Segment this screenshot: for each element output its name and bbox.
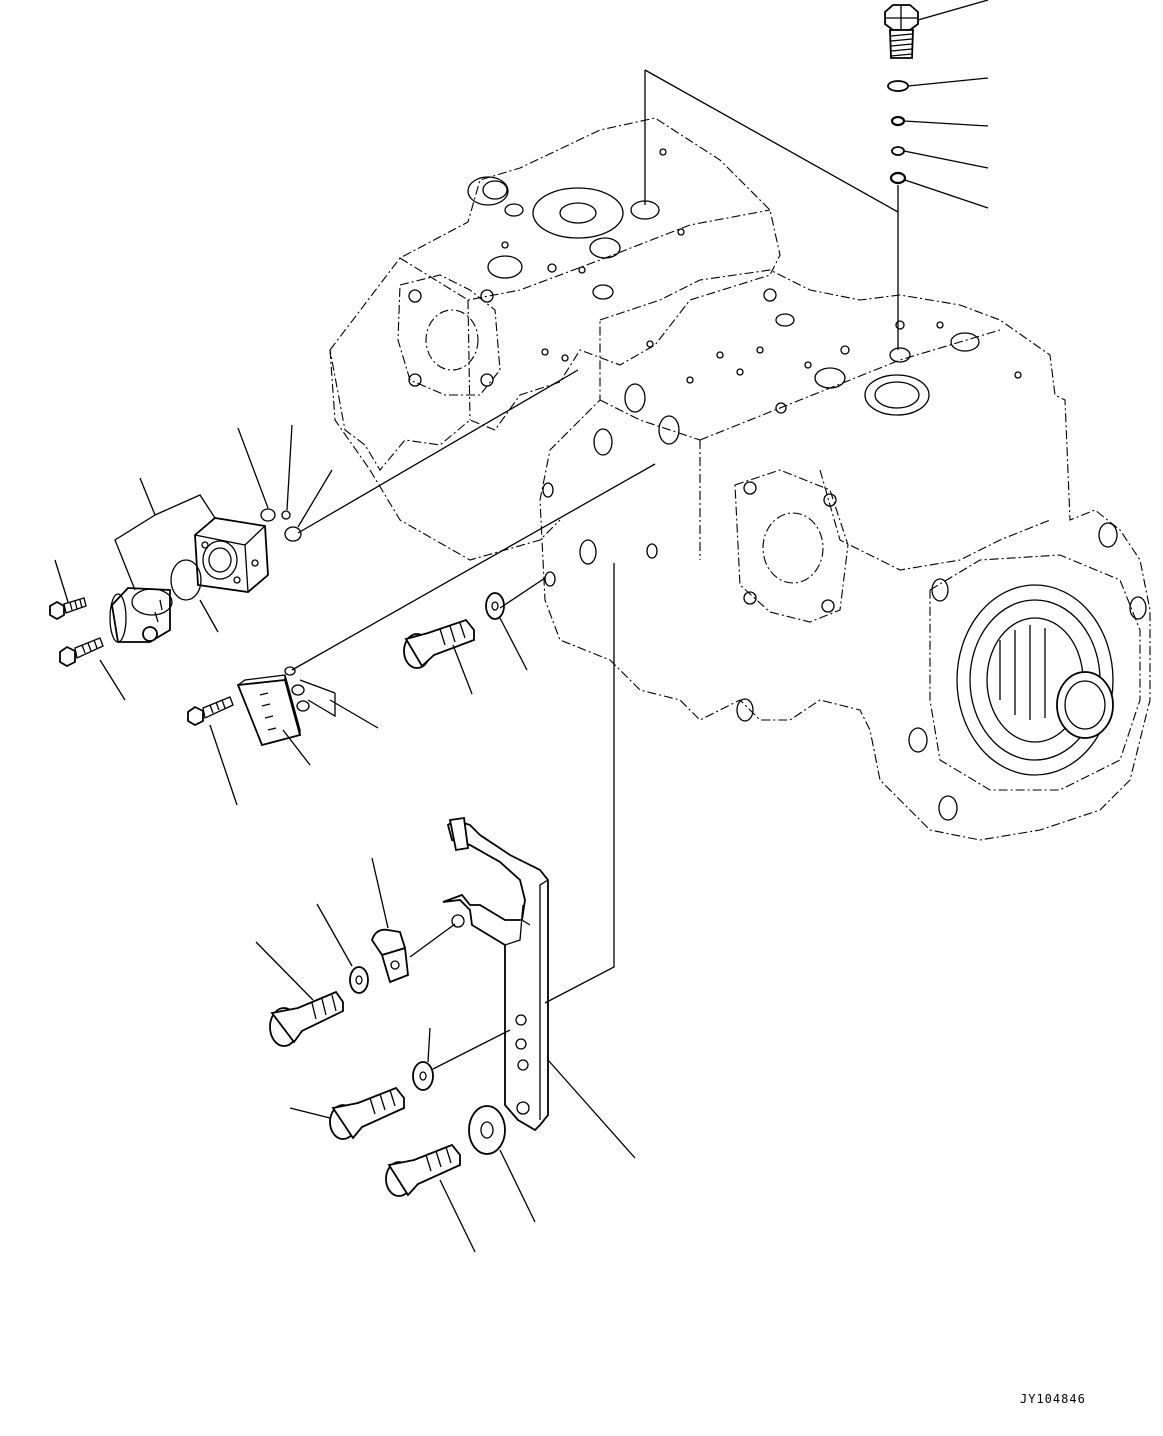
bolt-lower-1 — [255, 941, 344, 1047]
bolt-and-washer-mid — [403, 592, 528, 695]
hydraulic-pump-body — [329, 117, 1151, 841]
bolt-lower-3 — [385, 1143, 476, 1253]
solenoid-valve-group — [49, 424, 333, 701]
washer-lower-2 — [412, 1027, 511, 1091]
plug-assembly — [884, 4, 919, 185]
washer-lower-1 — [316, 903, 369, 994]
drawing-number: JY104846 — [1020, 1392, 1086, 1406]
mounting-bracket — [442, 816, 636, 1159]
connector-bracket-group — [187, 666, 379, 806]
bolt-lower-2 — [289, 1086, 405, 1140]
wire-clamp — [371, 857, 456, 984]
reference-lines — [291, 0, 989, 1004]
washer-lower-3 — [468, 1105, 536, 1223]
